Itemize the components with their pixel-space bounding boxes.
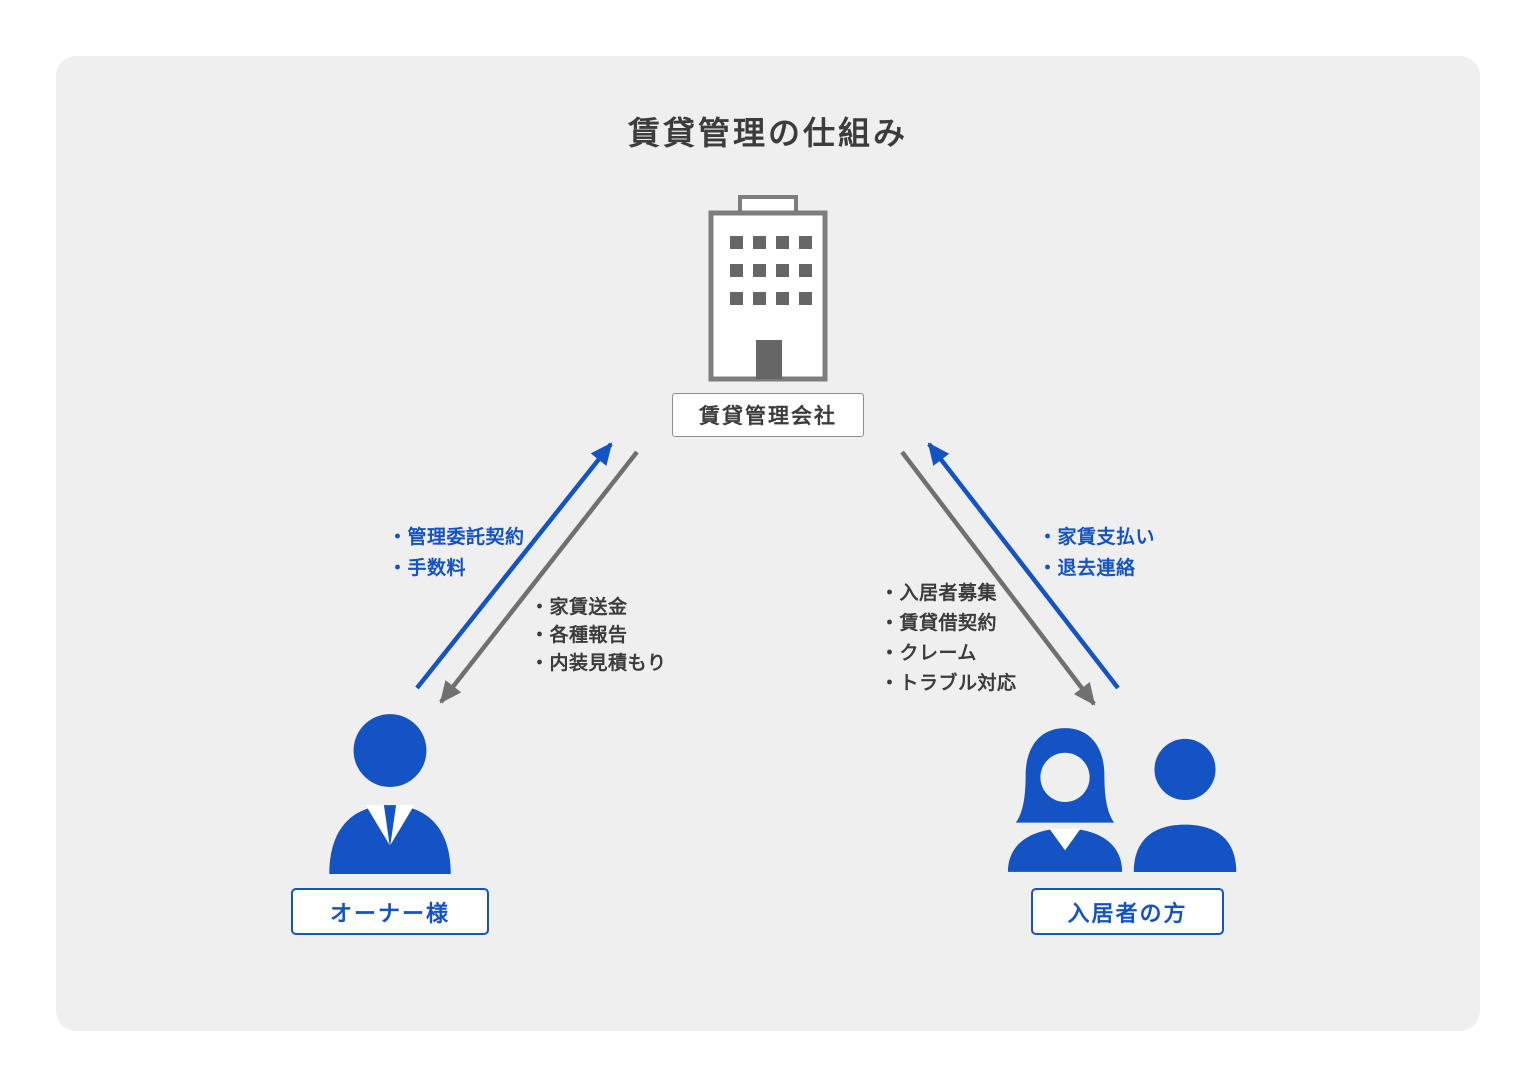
tenant-label: 入居者の方	[1067, 900, 1188, 926]
building-windows	[730, 236, 812, 305]
flow-item: ・家賃支払い	[1038, 527, 1156, 548]
company-to-tenant-labels: ・入居者募集 ・賃貸借契約 ・クレーム ・トラブル対応	[880, 579, 1017, 699]
company-to-owner-labels: ・家賃送金 ・各種報告 ・内装見積もり	[530, 594, 667, 678]
tenant-to-company-labels: ・家賃支払い ・退去連絡	[1038, 522, 1155, 584]
flow-item: ・家賃送金	[530, 597, 628, 618]
flow-item: ・各種報告	[530, 625, 628, 646]
owner-label-box: オーナー様	[291, 888, 489, 935]
flow-item: ・手数料	[388, 558, 467, 579]
company-label: 賃貸管理会社	[699, 405, 837, 428]
flow-item: ・賃貸借契約	[880, 613, 998, 634]
woman-icon	[1007, 728, 1123, 872]
tenant-label-box: 入居者の方	[1031, 888, 1224, 935]
building-door	[756, 340, 782, 379]
building-icon	[708, 195, 828, 382]
flow-item: ・退去連絡	[1038, 558, 1136, 579]
flow-item: ・管理委託契約	[388, 527, 525, 548]
flow-item: ・トラブル対応	[880, 673, 1017, 694]
owner-to-company-labels: ・管理委託契約 ・手数料	[388, 522, 525, 584]
flow-item: ・内装見積もり	[530, 653, 667, 674]
flow-item: ・入居者募集	[880, 583, 998, 604]
owner-label: オーナー様	[329, 900, 450, 926]
page-title: 賃貸管理の仕組み	[627, 115, 908, 151]
flow-item: ・クレーム	[880, 643, 977, 664]
company-label-box: 賃貸管理会社	[672, 393, 864, 437]
businessman-icon	[329, 714, 451, 874]
man-icon	[1133, 738, 1237, 872]
